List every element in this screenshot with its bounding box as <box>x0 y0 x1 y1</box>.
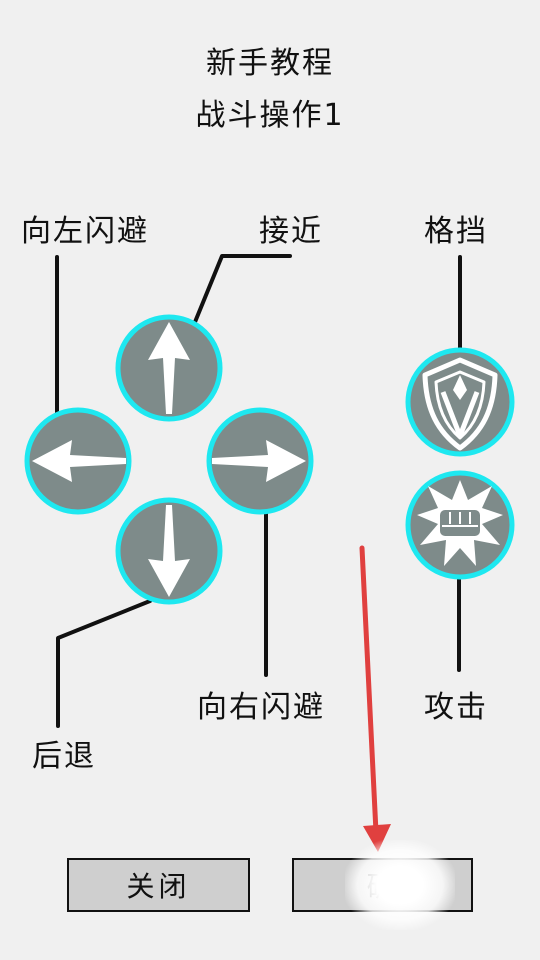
arrow-up-icon <box>148 322 190 414</box>
leader-line-approach <box>193 254 292 324</box>
arrow-down-icon <box>148 505 190 597</box>
pointer-arrow-icon <box>359 545 391 852</box>
fist-icon <box>417 480 503 566</box>
label-retreat: 后退 <box>32 739 96 774</box>
shield-icon <box>422 357 498 451</box>
arrow-left-icon <box>32 440 126 482</box>
up-button[interactable] <box>115 314 223 422</box>
label-attack: 攻击 <box>424 690 488 725</box>
close-button[interactable]: 关闭 <box>67 858 250 912</box>
highlight-glow <box>345 840 455 930</box>
right-button[interactable] <box>206 407 314 515</box>
label-dodge-left: 向左闪避 <box>21 214 149 249</box>
down-button[interactable] <box>115 497 223 605</box>
leader-line-retreat <box>56 599 152 728</box>
page-title: 新手教程 <box>206 46 334 81</box>
label-dodge-right: 向右闪避 <box>197 690 325 725</box>
attack-button[interactable] <box>405 470 515 580</box>
label-block: 格挡 <box>424 214 488 249</box>
page-subtitle: 战斗操作1 <box>195 98 345 133</box>
block-button[interactable] <box>405 347 515 457</box>
arrow-right-icon <box>212 440 306 482</box>
left-button[interactable] <box>24 407 132 515</box>
label-approach: 接近 <box>259 214 323 249</box>
